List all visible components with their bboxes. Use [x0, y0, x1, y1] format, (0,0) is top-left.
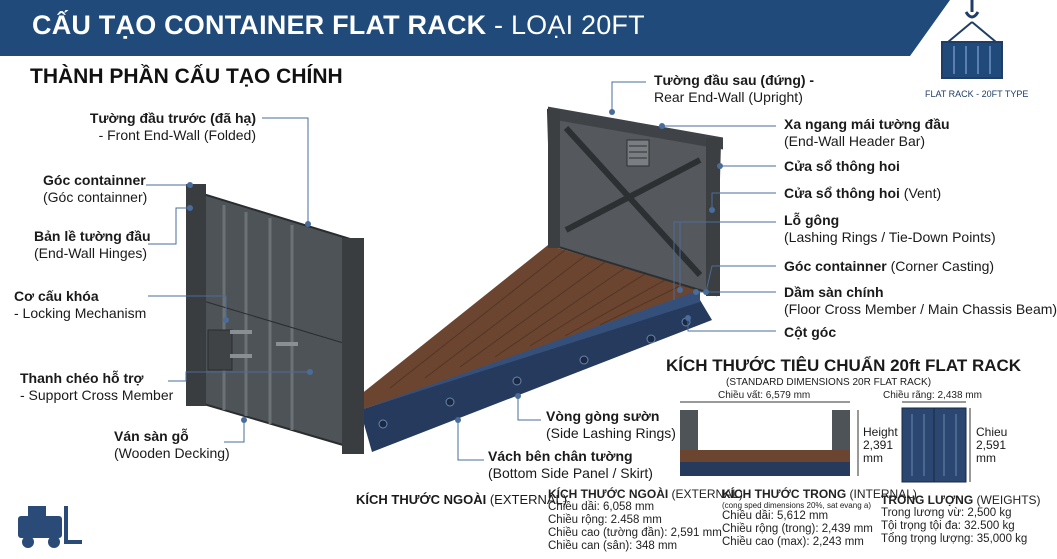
vent-icon	[626, 139, 650, 167]
flat-rack-illustration	[18, 81, 971, 548]
wooden-deck	[360, 245, 700, 410]
label-vent-1: Cửa sổ thông hoi	[784, 158, 900, 174]
front-end-wall	[189, 188, 361, 452]
header-background	[0, 0, 950, 56]
external-heading-left: KÍCH THƯỚC NGOÀI (EXTERNAL)	[356, 492, 568, 507]
dimensions-subtitle: (STANDARD DIMENSIONS 20R FLAT RACK)	[726, 377, 932, 388]
crane-container-icon	[941, 0, 1003, 79]
corner-casting	[186, 184, 206, 406]
label-lashing-rings: Lỗ gông(Lashing Rings / Tie-Down Points)	[784, 212, 996, 245]
label-end-wall-header-bar: Xa ngang mái tường đầu(End-Wall Header B…	[784, 116, 950, 149]
label-corner-casting: Góc containner (Corner Casting)	[784, 258, 995, 274]
header-band: CẤU TẠO CONTAINER FLAT RACK - LOẠI 20FT	[0, 0, 1024, 56]
bottom-side-panel	[360, 300, 712, 452]
length-dimension-label: Chiều vất: 6,579 mm	[718, 390, 811, 401]
label-floor-cross-member: Dầm sàn chính(Floor Cross Member / Main …	[784, 284, 1057, 317]
label-locking-mechanism: Cơ cấu khóa- Locking Mechanism	[14, 288, 147, 321]
label-bottom-side-panel: Vách bên chân tường(Bottom Side Panel / …	[488, 448, 653, 481]
forklift-icon	[18, 506, 82, 548]
label-support-cross-member: Thanh chéo hỗ trợ- Support Cross Member	[20, 370, 174, 403]
width-dimension-label: Chiều rãng: 2,438 mm	[883, 390, 982, 401]
label-end-wall-hinges: Bản lề tường đầu(End-Wall Hinges)	[34, 228, 151, 261]
label-side-lashing-rings: Vòng gòng sườn(Side Lashing Rings)	[546, 408, 676, 441]
dimensions-title: KÍCH THƯỚC TIÊU CHUẨN 20ft FLAT RACK	[666, 356, 1022, 375]
label-wooden-decking: Ván sàn gỗ(Wooden Decking)	[114, 428, 230, 461]
section-title: THÀNH PHẦN CẤU TẠO CHÍNH	[30, 65, 343, 88]
side-lashing-rings	[378, 317, 691, 429]
label-rear-end-wall: Tường đầu sau (đứng) -Rear End-Wall (Upr…	[654, 72, 815, 105]
side-view-drawing	[680, 401, 859, 476]
label-vent-2: Cửa sổ thông hoi (Vent)	[784, 185, 942, 201]
label-corner-post: Cột góc	[784, 324, 837, 340]
page-title: CẤU TẠO CONTAINER FLAT RACK - LOẠI 20FT	[32, 10, 645, 40]
label-front-end-wall: Tường đầu trước (đã hạ)- Front End-Wall …	[89, 110, 256, 143]
specs-weights: TRONG LƯỢNG (WEIGHTS) Trong lương vừ: 2,…	[881, 493, 1041, 546]
label-corner-left: Góc containner(Góc containner)	[43, 172, 148, 205]
logo-caption: FLAT RACK - 20FT TYPE	[925, 89, 1029, 99]
end-wall-header-bar	[548, 106, 723, 150]
specs-external: KÍCH THƯỚC NGOÀI (EXTERNAL) Chiều dầi: 6…	[548, 487, 743, 553]
end-view-drawing	[901, 401, 971, 483]
corner-post	[548, 110, 560, 248]
specs-internal: KÍCH THƯỚC TRONG (INTERNAL) (cong sped d…	[722, 487, 917, 549]
